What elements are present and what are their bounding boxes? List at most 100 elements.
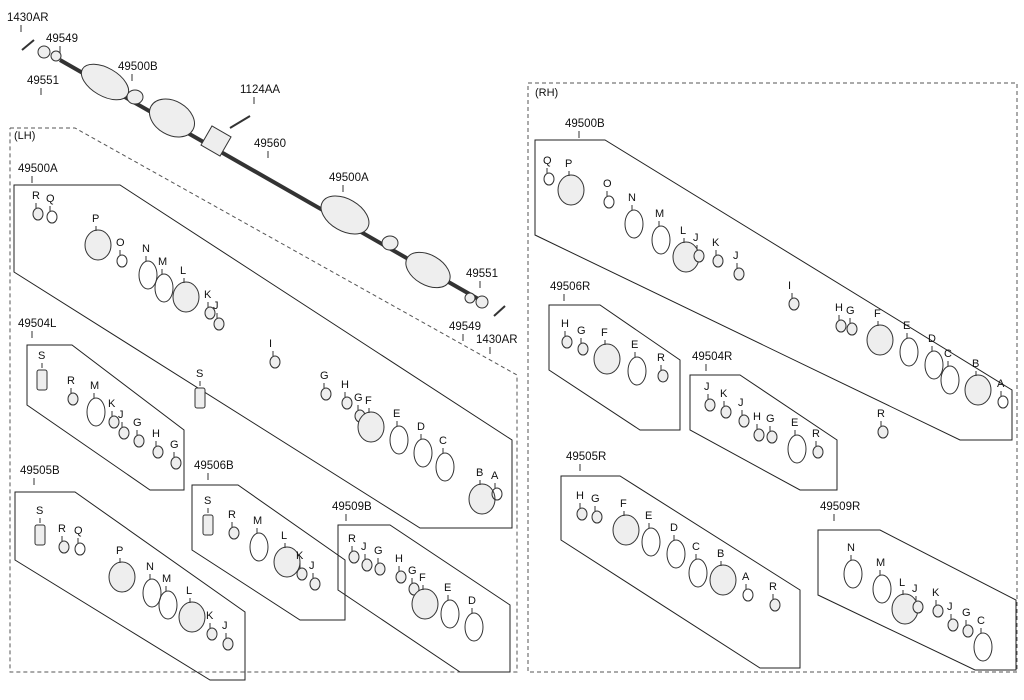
part-letter-label: G (354, 392, 363, 404)
part-letter-label: P (116, 545, 124, 557)
part-m-icon (249, 532, 269, 562)
drive-shaft-assembly (21, 39, 506, 317)
part-letter-label: R (58, 523, 66, 535)
part-letter-label: G (577, 325, 586, 337)
part-number-label: 49506R (550, 281, 591, 293)
part-n-icon (142, 578, 162, 608)
leader-lines (20, 25, 1002, 638)
part-letter-label: C (944, 348, 952, 360)
part-k-icon (204, 306, 216, 320)
part-number-label: 49551 (27, 75, 59, 87)
part-number-label: 49551 (466, 268, 498, 280)
part-f-icon (866, 324, 894, 356)
part-letter-label: R (67, 375, 75, 387)
part-letter-label: B (972, 358, 980, 370)
part-letter-label: K (204, 289, 212, 301)
part-letter-label: E (903, 320, 911, 332)
part-letter-label: G (846, 305, 855, 317)
part-letter-label: N (628, 192, 636, 204)
part-letter-label: K (712, 237, 720, 249)
part-letter-label: N (146, 561, 154, 573)
part-j-icon (704, 398, 716, 412)
part-k-icon (712, 254, 724, 268)
part-k-icon (932, 604, 944, 618)
part-e-icon (627, 356, 647, 386)
part-letter-label: H (395, 553, 403, 565)
part-number-label: 49500B (565, 118, 605, 130)
part-letter-label: Q (74, 525, 83, 537)
part-number-label: 49509B (332, 501, 372, 513)
part-letter-label: K (108, 398, 116, 410)
kit-box-49504R (689, 374, 838, 491)
part-d-icon (924, 350, 944, 380)
part-letter-label: J (947, 601, 953, 613)
part-letter-label: M (162, 573, 172, 585)
part-h-icon (152, 445, 164, 459)
part-letter-label: D (417, 421, 425, 433)
part-number-label: 49500A (329, 172, 369, 184)
kit-box-49504L (26, 344, 185, 491)
part-e-icon (440, 599, 460, 629)
part-k-icon (296, 567, 308, 581)
part-e-icon (389, 425, 409, 455)
grease-tube-icon (36, 369, 48, 391)
part-r-icon (32, 207, 44, 221)
part-letter-label: J (912, 583, 918, 595)
part-letter-label: H (835, 302, 843, 314)
part-letter-label: G (320, 370, 329, 382)
part-letter-label: C (692, 541, 700, 553)
part-o-icon (116, 254, 128, 268)
part-letter-label: J (213, 300, 219, 312)
part-letter-label: J (738, 397, 744, 409)
part-j-icon (361, 558, 373, 572)
part-letter-label: G (374, 545, 383, 557)
grease-tube-icon (194, 387, 206, 409)
part-d-icon (413, 438, 433, 468)
part-g-icon (766, 430, 778, 444)
part-j-icon (738, 414, 750, 428)
part-number-label: 49549 (449, 321, 481, 333)
part-number-label: 49509R (820, 501, 861, 513)
part-letter-label: J (222, 620, 228, 632)
part-letter-label: D (468, 595, 476, 607)
part-e-icon (899, 337, 919, 367)
part-letter-label: L (186, 585, 193, 597)
part-f-icon (593, 343, 621, 375)
part-h-icon (395, 570, 407, 584)
part-letter-label: S (204, 495, 212, 507)
part-letter-label: M (655, 208, 665, 220)
part-letter-label: J (309, 560, 315, 572)
part-f-icon (357, 411, 385, 443)
part-letter-label: L (899, 577, 906, 589)
part-letter-label: E (645, 510, 653, 522)
part-h-icon (753, 428, 765, 442)
part-letter-label: J (704, 381, 710, 393)
part-g-icon (320, 387, 332, 401)
part-letter-label: L (281, 530, 288, 542)
part-letter-label: O (603, 178, 612, 190)
part-letter-label: K (206, 610, 214, 622)
part-j-icon (912, 600, 924, 614)
part-letter-label: H (561, 318, 569, 330)
part-i-icon (788, 297, 800, 311)
part-a-icon (742, 588, 754, 602)
part-letter-label: K (932, 587, 940, 599)
part-j-icon (733, 267, 745, 281)
part-number-label: 49506B (194, 460, 234, 472)
kit-box-49505R (560, 475, 801, 669)
part-r-icon (657, 369, 669, 383)
part-letter-label: K (296, 550, 304, 562)
part-letter-label: E (444, 582, 452, 594)
part-letter-label: L (680, 225, 687, 237)
part-f-icon (612, 514, 640, 546)
part-letter-label: R (228, 509, 236, 521)
part-d-icon (464, 612, 484, 642)
part-letter-label: Q (543, 155, 552, 167)
part-c-icon (435, 452, 455, 482)
part-number-label: 49505B (20, 465, 60, 477)
part-letter-label: M (90, 380, 100, 392)
part-letter-label: F (620, 498, 627, 510)
part-letter-label: M (876, 557, 886, 569)
